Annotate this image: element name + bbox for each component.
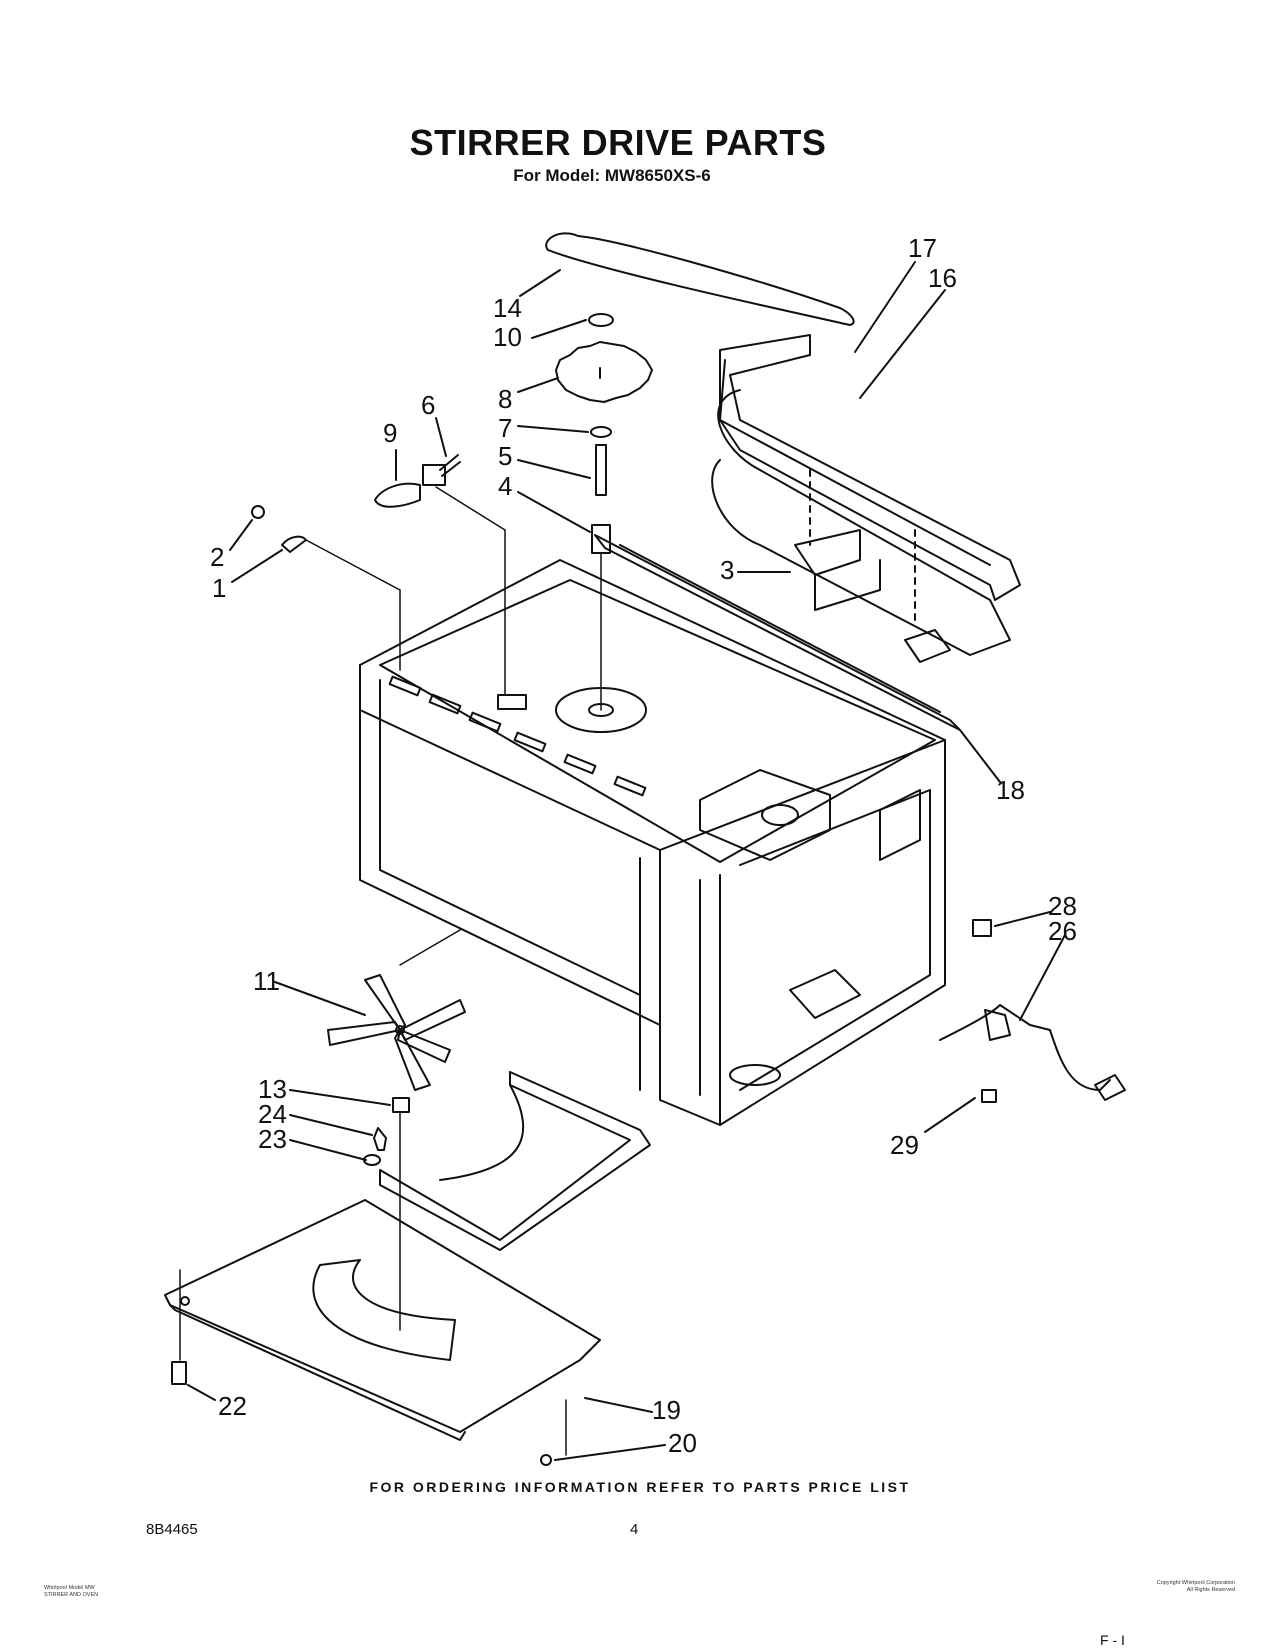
callout-14: 14 (493, 293, 522, 323)
callout-10: 10 (493, 322, 522, 352)
callout-5: 5 (498, 441, 513, 471)
drive-belt (545, 232, 855, 326)
callout-26: 26 (1048, 916, 1077, 946)
callout-9: 9 (383, 418, 398, 448)
callout-29: 29 (890, 1130, 919, 1160)
bolt (540, 1454, 552, 1466)
callout-8: 8 (498, 384, 513, 414)
callout-6: 6 (421, 390, 436, 420)
callout-7: 7 (498, 413, 513, 443)
callout-2: 2 (210, 542, 225, 572)
fine-print-left-line: STIRRER AND OVEN (44, 1592, 99, 1598)
washer-top (588, 313, 614, 327)
ordering-note: FOR ORDERING INFORMATION REFER TO PARTS … (369, 1479, 911, 1495)
power-cord (939, 1004, 1111, 1091)
connector (981, 1089, 997, 1103)
lamp-bulb (374, 482, 421, 508)
clip (281, 535, 307, 553)
drive-pulley (555, 341, 653, 403)
page-number: 4 (630, 1521, 639, 1538)
fine-print-right-line: All Rights Reserved (1186, 1587, 1235, 1593)
callout-3: 3 (720, 555, 735, 585)
lamp-socket (422, 464, 446, 486)
stirrer-shaft (595, 444, 607, 496)
callout-23: 23 (258, 1124, 287, 1154)
callout-4: 4 (498, 471, 513, 501)
fine-print-right-line: Copyright Whirlpool Corporation (1156, 1580, 1235, 1586)
stirrer-hub (555, 687, 647, 733)
document-number: 8B4465 (146, 1521, 198, 1538)
cord-strain-relief (972, 919, 992, 937)
screw (171, 1361, 187, 1385)
callout-20: 20 (668, 1428, 697, 1458)
page-title: STIRRER DRIVE PARTS (409, 122, 827, 163)
callout-17: 17 (908, 233, 937, 263)
callout-22: 22 (218, 1391, 247, 1421)
waveguide-cover (719, 334, 1021, 601)
callout-1: 1 (212, 573, 227, 603)
air-duct (379, 1071, 651, 1251)
callout-13: 13 (258, 1074, 287, 1104)
washer-mid (590, 426, 612, 438)
callout-16: 16 (928, 263, 957, 293)
corner-mark: F - I (1100, 1632, 1125, 1648)
fine-print-left-line: Whirlpool Model MW (44, 1585, 95, 1591)
callout-28: 28 (1048, 891, 1077, 921)
screw (251, 505, 265, 519)
callout-19: 19 (652, 1395, 681, 1425)
callout-24: 24 (258, 1099, 287, 1129)
fine-print-right: Copyright Whirlpool Corporation All Righ… (1020, 1580, 1235, 1594)
nut (392, 1097, 410, 1113)
fine-print-left: Whirlpool Model MW STIRRER AND OVEN (44, 1585, 98, 1599)
callout-11: 11 (253, 966, 280, 996)
model-number: For Model: MW8650XS-6 (513, 166, 711, 185)
cabinet-frame (359, 559, 946, 1126)
callout-18: 18 (996, 775, 1025, 805)
stirrer-fan-blade (327, 974, 466, 1091)
